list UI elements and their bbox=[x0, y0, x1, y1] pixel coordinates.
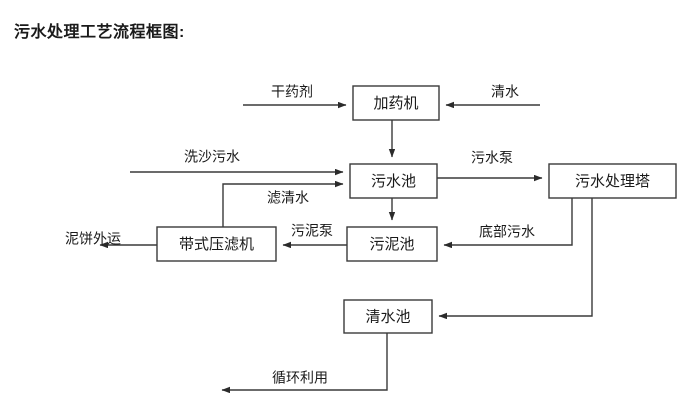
node-wwpool[interactable]: 污水池 bbox=[349, 163, 438, 199]
node-press[interactable]: 带式压滤机 bbox=[156, 226, 277, 262]
edge-label-bottom-sewage: 底部污水 bbox=[479, 224, 535, 240]
edge-label-dry-chem-in: 干药剂 bbox=[271, 84, 313, 100]
edge-tower-to-cwpool bbox=[438, 198, 593, 320]
node-label-sludge: 污泥池 bbox=[369, 236, 414, 253]
node-label-tower: 污水处理塔 bbox=[575, 173, 650, 190]
node-cwpool[interactable]: 清水池 bbox=[343, 299, 433, 334]
edge-bottom-sewage: 底部污水 bbox=[443, 198, 573, 249]
edge-clean-water-in: 清水 bbox=[445, 84, 540, 109]
edge-label-sludge-pump: 污泥泵 bbox=[291, 223, 333, 239]
edge-label-recycle-out: 循环利用 bbox=[272, 370, 328, 386]
node-dosing[interactable]: 加药机 bbox=[352, 85, 440, 121]
edge-sand-wastewater: 洗沙污水 bbox=[130, 149, 344, 176]
node-box-tower bbox=[548, 163, 677, 199]
node-label-press: 带式压滤机 bbox=[179, 236, 254, 253]
edge-line-recycle-out bbox=[221, 333, 388, 394]
node-sludge[interactable]: 污泥池 bbox=[346, 226, 438, 262]
node-label-cwpool: 清水池 bbox=[365, 308, 410, 325]
node-box-sludge bbox=[346, 226, 438, 262]
node-label-dosing: 加药机 bbox=[373, 95, 418, 112]
edge-label-ww-pump: 污水泵 bbox=[471, 150, 513, 166]
node-box-cwpool bbox=[343, 299, 433, 334]
node-tower[interactable]: 污水处理塔 bbox=[548, 163, 677, 199]
edge-label-mud-cake-out: 泥饼外运 bbox=[65, 231, 121, 247]
edge-filtered-water: 滤清水 bbox=[222, 180, 344, 227]
edge-line-bottom-sewage bbox=[443, 198, 573, 249]
edge-label-sand-wastewater: 洗沙污水 bbox=[184, 149, 240, 165]
edge-mud-cake-out: 泥饼外运 bbox=[65, 231, 157, 249]
edge-sludge-pump: 污泥泵 bbox=[282, 223, 347, 249]
edge-label-clean-water-in: 清水 bbox=[491, 84, 519, 100]
edge-ww-pump: 污水泵 bbox=[437, 150, 543, 182]
node-label-wwpool: 污水池 bbox=[371, 173, 416, 190]
edge-line-tower-to-cwpool bbox=[438, 198, 593, 320]
node-box-wwpool bbox=[349, 163, 438, 199]
edge-line-filtered-water bbox=[222, 180, 344, 227]
node-box-dosing bbox=[352, 85, 440, 121]
edge-dry-chem-in: 干药剂 bbox=[243, 84, 347, 109]
edge-recycle-out: 循环利用 bbox=[221, 333, 388, 394]
page-title: 污水处理工艺流程框图: bbox=[14, 24, 185, 41]
edge-label-filtered-water: 滤清水 bbox=[267, 190, 309, 206]
node-box-press bbox=[156, 226, 277, 262]
